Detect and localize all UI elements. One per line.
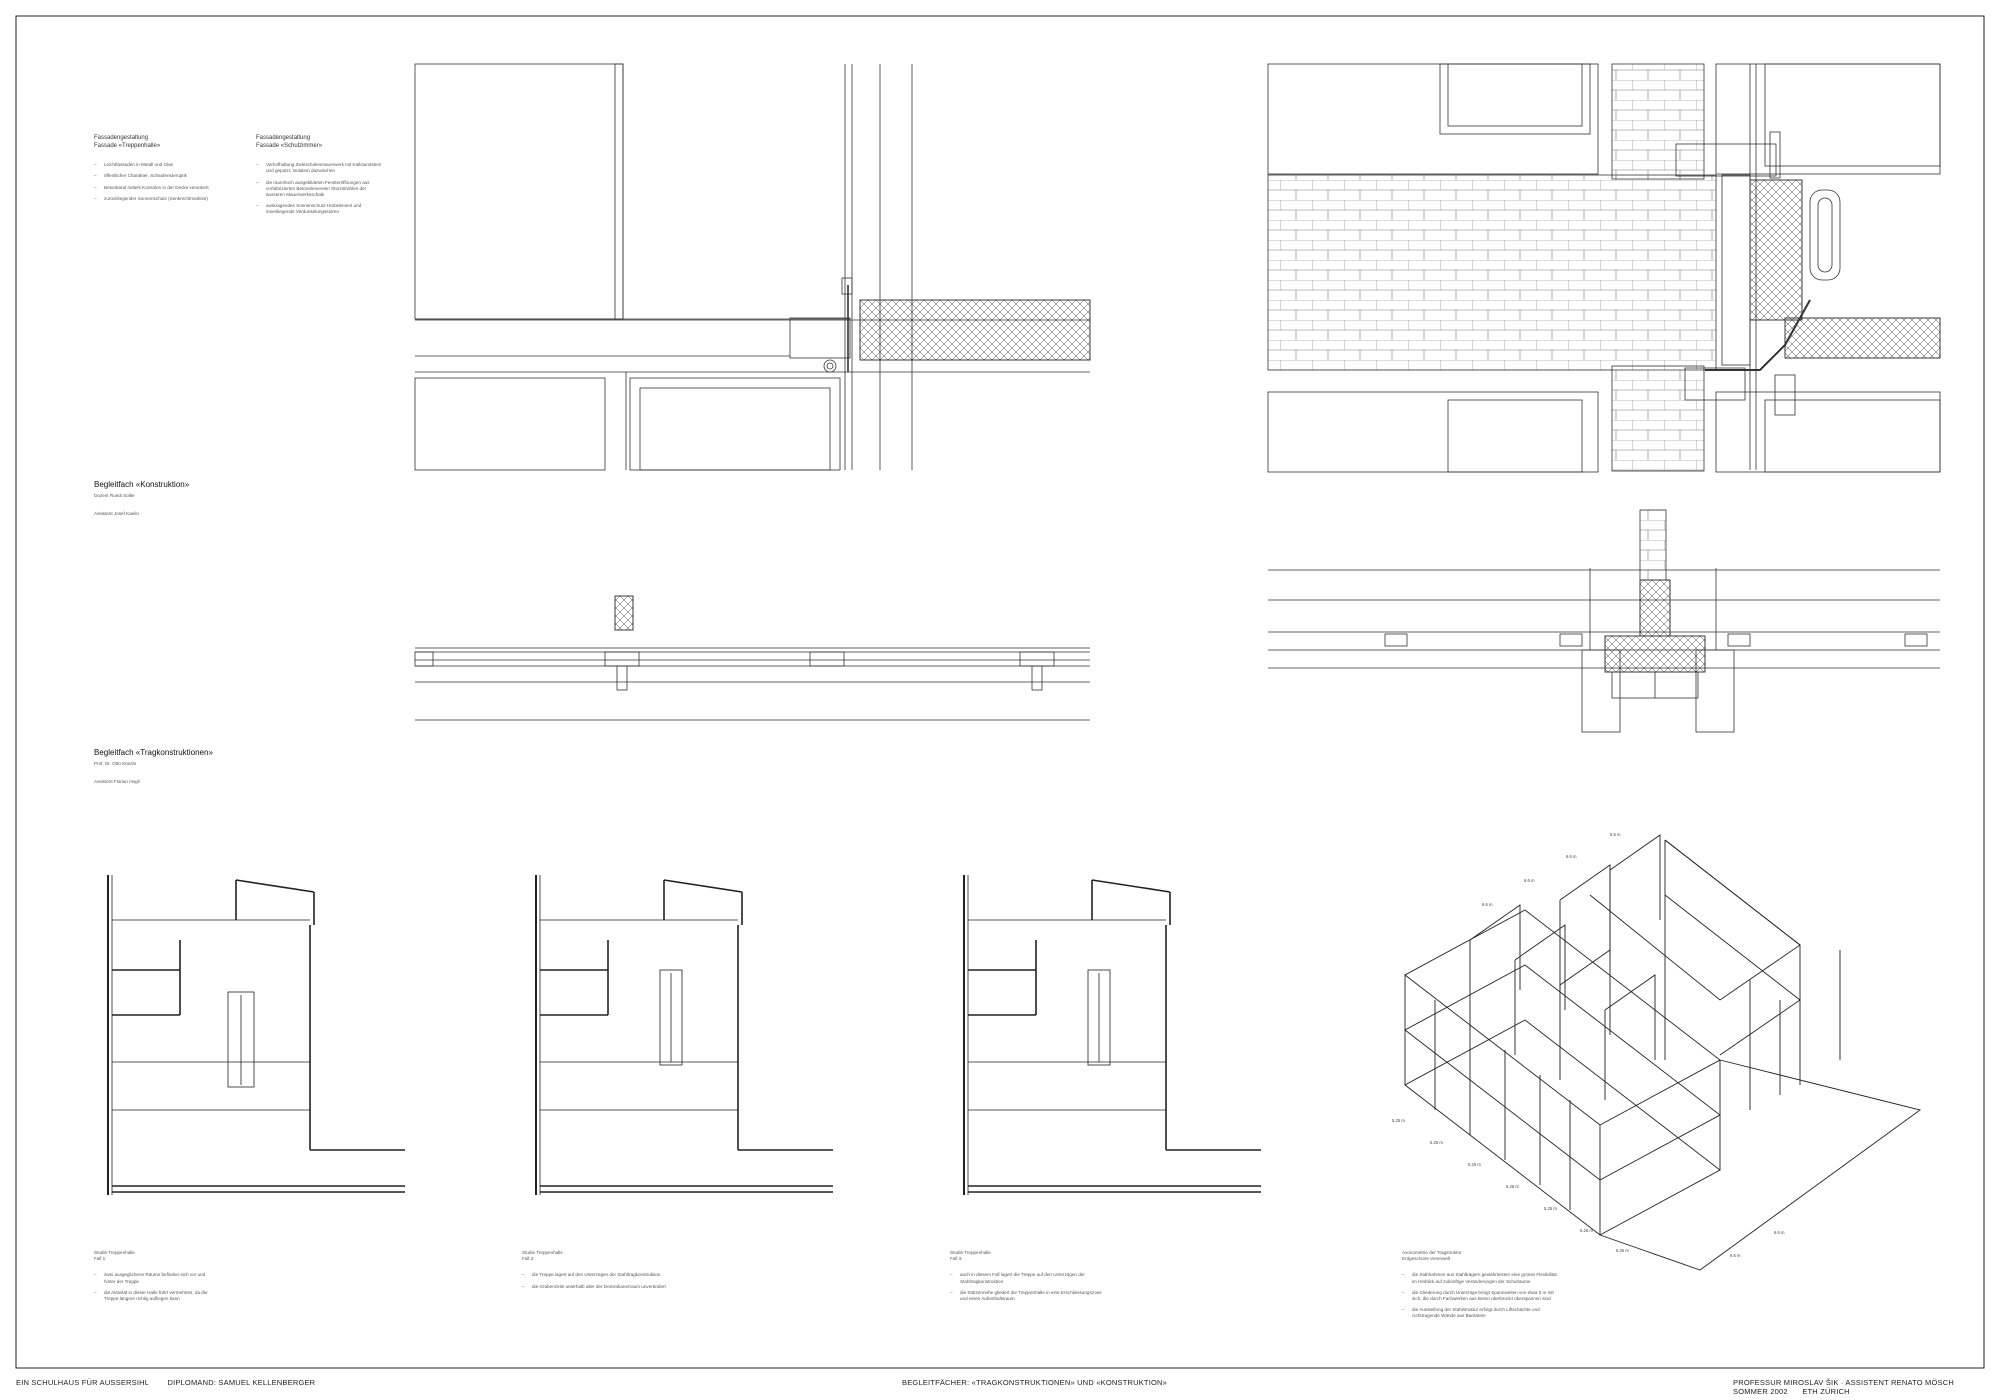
col1-subtitle: Fassade «Treppenhalle» <box>94 143 161 150</box>
col1-bullet: Leichtfassaden in Metall und Glas <box>94 162 224 168</box>
dim-label: 5.25 m <box>1430 1140 1443 1145</box>
footer-semester: SOMMER 2002 <box>1733 1387 1788 1396</box>
plan-bullet: die Aktivität in dieser Halle führt verm… <box>94 1290 214 1302</box>
col2-subtitle: Fassade «Schulzimmer» <box>256 143 323 150</box>
plan-caption-sub: Fall 2: <box>522 1256 535 1262</box>
section-assistant: Assistent Florian Hügli <box>94 778 140 784</box>
section-assistant: Assistent Josef Kaelin <box>94 510 139 516</box>
axon-caption-sub: Erdgeschoss-Vorenwelt <box>1402 1256 1451 1262</box>
dim-label: 6.6 m <box>1566 854 1577 859</box>
plan-bullet: auch in diesem Fall lagert die Treppe au… <box>950 1272 1110 1284</box>
col1-title: Fassadengestaltung <box>94 135 149 141</box>
plan-bullet: die Stützenreihe gliedert die Treppenhal… <box>950 1290 1110 1302</box>
footer-professor: PROFESSUR MIROSLAV ŠIK · ASSISTENT RENAT… <box>1733 1378 1954 1387</box>
plan-bullet: die Grabenzeile unterhalb aller der Domi… <box>522 1284 682 1290</box>
section-lecturer: Prof. Dr. Otto Künzle <box>94 760 137 766</box>
plan-caption-1: Studie Treppenhalle Fall 1: zwei ausgegl… <box>94 1250 394 1307</box>
axonometric-frame <box>1404 834 1922 1271</box>
section-tragkonstruktionen: Begleitfach «Tragkonstruktionen» Prof. D… <box>94 748 334 785</box>
axon-bullet: die Gliederung durch Unterzüge bringt Sp… <box>1402 1290 1562 1302</box>
floor-plan-study-3 <box>963 875 1261 1195</box>
col2-bullet: die raumhoch ausgebildeten Fensteröffnun… <box>256 180 386 199</box>
plan-caption-2: Studie Treppenhalle Fall 2: die Treppe l… <box>522 1250 682 1295</box>
section-lecturer: Dozent Ruedi Soller <box>94 492 135 498</box>
dim-label: 6.6 m <box>1482 902 1493 907</box>
dim-label: 5.25 m <box>1506 1184 1519 1189</box>
section-konstruktion: Begleitfach «Konstruktion» Dozent Ruedi … <box>94 480 334 517</box>
section-title: Begleitfach «Tragkonstruktionen» <box>94 748 213 757</box>
col1-bullet: öffentlicher Charakter, Schaufensteropti… <box>94 173 224 179</box>
footer-subjects: BEGLEITFÄCHER: «TRAGKONSTRUKTIONEN» UND … <box>902 1378 1168 1387</box>
col1-bullet: zurückliegender Sonnenschutz (Senkrechtm… <box>94 196 224 202</box>
footer-left: EIN SCHULHAUS FÜR AUSSERSIHL DIPLOMAND: … <box>16 1378 315 1387</box>
floor-plan-study-1 <box>107 875 405 1195</box>
dim-label: 6.6 m <box>1774 1230 1785 1235</box>
dim-label: 5.25 m <box>1580 1228 1593 1233</box>
footer-center: BEGLEITFÄCHER: «TRAGKONSTRUKTIONEN» UND … <box>902 1378 1167 1387</box>
dim-label: 5.25 m <box>1468 1162 1481 1167</box>
dim-label: 5.25 m <box>1544 1206 1557 1211</box>
detail-brick-wall-section <box>1267 63 1941 473</box>
col1-bullet: Betonband mittels Konsolen in der Decke … <box>94 185 224 191</box>
floor-plan-study-2 <box>535 875 833 1195</box>
detail-curtain-wall-section <box>414 63 1091 471</box>
axon-caption: Axonometrie der Tragstruktur Erdgeschoss… <box>1402 1250 1562 1325</box>
dim-label: 5.25 m <box>1392 1118 1405 1123</box>
footer-right: PROFESSUR MIROSLAV ŠIK · ASSISTENT RENAT… <box>1733 1378 2000 1396</box>
dim-label: 6.6 m <box>1610 832 1621 837</box>
plan-caption-sub: Fall 1: <box>94 1256 107 1262</box>
section-title: Begleitfach «Konstruktion» <box>94 480 190 489</box>
plan-caption-title: Studie Treppenhalle <box>522 1250 563 1255</box>
footer-project: EIN SCHULHAUS FÜR AUSSERSIHL <box>16 1378 149 1387</box>
detail-curtain-wall-plan <box>414 595 1090 721</box>
axon-bullet: die Stahlrahmen aus Stahlträgern gewährl… <box>1402 1272 1562 1284</box>
dim-label: 6.6 m <box>1524 878 1535 883</box>
axon-caption-title: Axonometrie der Tragstruktur <box>1402 1250 1462 1255</box>
plan-caption-title: Studie Treppenhalle <box>950 1250 991 1255</box>
axon-bullet: die Aussteifung der Stahlstruktur erfolg… <box>1402 1307 1562 1319</box>
plan-caption-title: Studie Treppenhalle <box>94 1250 135 1255</box>
dim-label: 5.25 m <box>1616 1248 1629 1253</box>
dim-label: 6.6 m <box>1730 1253 1741 1258</box>
footer-student: DIPLOMAND: SAMUEL KELLENBERGER <box>167 1378 316 1387</box>
plan-caption-3: Studie Treppenhalle Fall 3: auch in dies… <box>950 1250 1110 1307</box>
plan-caption-sub: Fall 3: <box>950 1256 963 1262</box>
header-column-2: Fassadengestaltung Fassade «Schulzimmer»… <box>256 134 386 221</box>
detail-brick-wall-plan <box>1268 509 1940 733</box>
col2-bullet: Vorhofhaltung Zweischalenmauerwerk mit K… <box>256 162 386 174</box>
footer-school: ETH ZÜRICH <box>1802 1387 1850 1396</box>
col2-title: Fassadengestaltung <box>256 135 311 141</box>
plan-bullet: die Treppe lagert auf den Unterzügen der… <box>522 1272 682 1278</box>
sheet-border <box>15 15 1985 1369</box>
col2-bullet: auskragendes Sonnenschutz-Holzelement un… <box>256 203 386 215</box>
plan-bullet: zwei ausgeglichene Räume befinden sich v… <box>94 1272 214 1284</box>
header-column-1: Fassadengestaltung Fassade «Treppenhalle… <box>94 134 224 207</box>
